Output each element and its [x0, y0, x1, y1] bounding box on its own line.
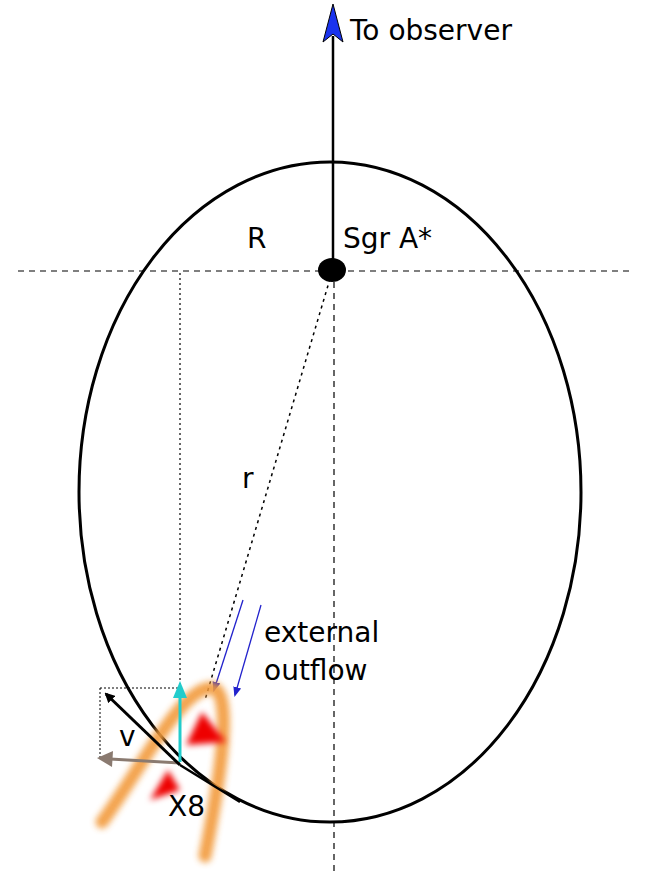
los-component	[179, 696, 182, 762]
distance-label: R	[247, 222, 266, 255]
component-box	[100, 688, 180, 689]
outflow-label: external outflow	[264, 614, 414, 690]
radial-component	[110, 759, 180, 763]
projection-line	[179, 273, 180, 686]
component-box	[100, 688, 101, 760]
outflow-arrow	[214, 600, 243, 690]
red-lobe	[186, 712, 226, 745]
los-arrowhead	[173, 681, 187, 698]
black-hole-dot	[318, 258, 346, 282]
radial-arrowhead	[97, 751, 113, 767]
object-label: X8	[168, 790, 205, 823]
observer-line	[332, 36, 335, 270]
outflow-arrow	[235, 605, 261, 695]
observer-arrowhead	[323, 4, 343, 42]
velocity-label: v	[119, 720, 136, 753]
orbit-ellipse	[79, 162, 581, 822]
bow-shock	[102, 688, 223, 856]
velocity-arrow	[106, 694, 180, 765]
observer-label: To observer	[350, 14, 512, 47]
vertical-axis	[333, 271, 334, 876]
source-label: Sgr A*	[343, 222, 432, 255]
radius-label: r	[240, 462, 256, 495]
